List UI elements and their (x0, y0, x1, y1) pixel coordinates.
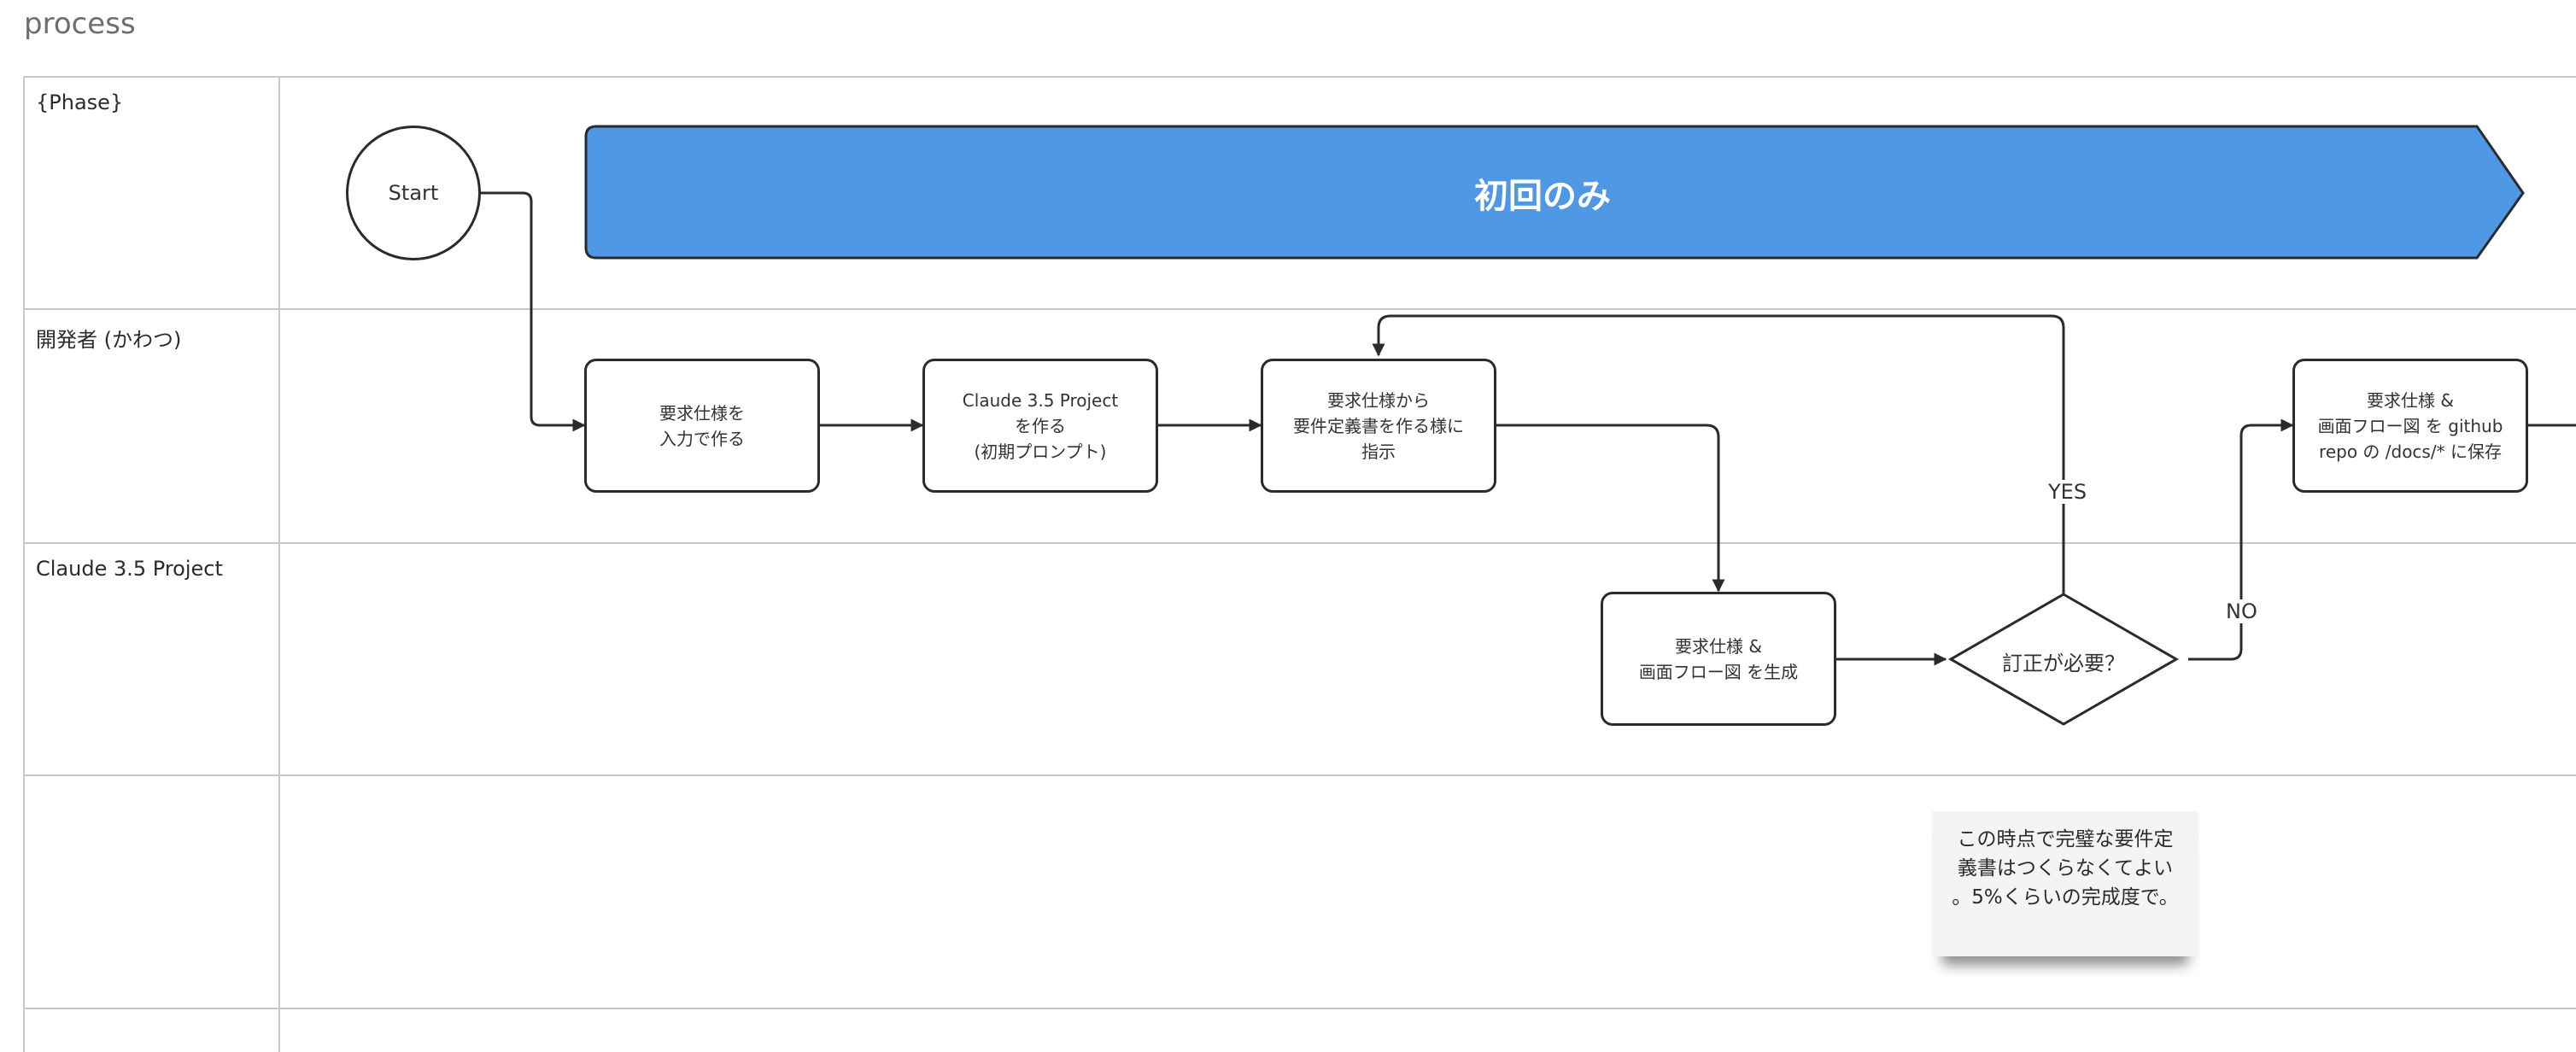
sticky-note[interactable]: この時点で完璧な要件定 義書はつくらなくてよい 。5%くらいの完成度で。 (1932, 811, 2198, 956)
edge-start-to-input (480, 191, 586, 432)
page-title: process (24, 7, 136, 41)
lane-label-claude-project: Claude 3.5 Project (36, 557, 223, 581)
edge-label-yes: YES (2046, 480, 2089, 504)
edge-decision-yes (1372, 314, 2065, 594)
node-save-repo[interactable]: 要求仕様 & 画面フロー図 を github repo の /docs/* に保… (2292, 359, 2528, 493)
lane-label-phase: {Phase} (36, 91, 124, 114)
node-generate-flow[interactable]: 要求仕様 & 画面フロー図 を生成 (1601, 592, 1836, 726)
phase-banner (584, 125, 2525, 260)
decision-diamond[interactable] (1947, 593, 2180, 726)
lane-label-developer: 開発者 (かわつ) (36, 328, 182, 352)
node-create-project[interactable]: Claude 3.5 Project を作る (初期プロンプト) (922, 359, 1158, 493)
swimlane-grid (23, 76, 2576, 1052)
connectors (480, 191, 2576, 666)
edge-decision-no (2188, 418, 2294, 661)
node-input-requirements[interactable]: 要求仕様を 入力で作る (584, 359, 820, 493)
edge-label-no: NO (2224, 599, 2259, 623)
phase-label: 初回のみ (1474, 177, 1611, 216)
edge-instruct-to-generate (1496, 424, 1725, 593)
start-label: Start (388, 181, 439, 205)
node-instruct-definition[interactable]: 要求仕様から 要件定義書を作る様に 指示 (1261, 359, 1496, 493)
start-node[interactable]: Start (346, 126, 481, 260)
decision-label: 訂正が必要？ (2002, 651, 2125, 675)
